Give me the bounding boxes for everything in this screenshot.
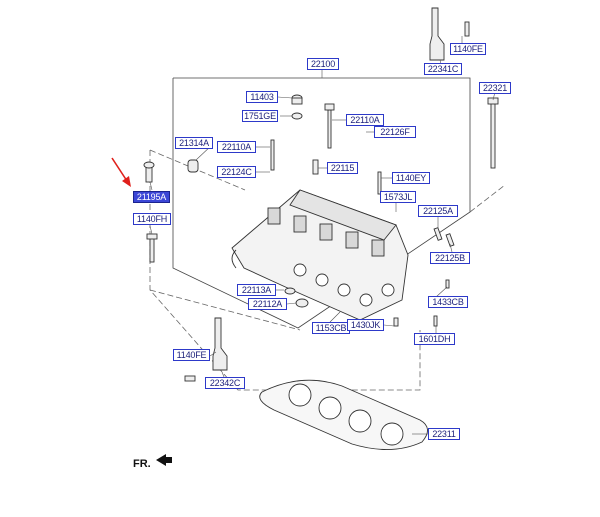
part-label-22311[interactable]: 22311 — [428, 428, 460, 440]
part-label-22115[interactable]: 22115 — [327, 162, 358, 174]
part-label-21195a[interactable]: 21195A — [133, 191, 170, 203]
bolt-22110a — [327, 109, 332, 149]
part-label-11403[interactable]: 11403 — [246, 91, 278, 103]
part-label-22124c[interactable]: 22124C — [217, 166, 256, 178]
part-label-22126f[interactable]: 22126F — [374, 126, 416, 138]
part-label-22321[interactable]: 22321 — [479, 82, 511, 94]
part-label-22342c[interactable]: 22342C — [205, 377, 245, 389]
part-label-1140fh[interactable]: 1140FH — [133, 213, 171, 225]
pointer-arrow — [111, 157, 131, 187]
part-label-22125b[interactable]: 22125B — [430, 252, 470, 264]
front-direction-label: FR. — [133, 458, 151, 470]
part-label-1140fe-bottom[interactable]: 1140FE — [173, 349, 210, 361]
part-label-1430jk[interactable]: 1430JK — [347, 319, 384, 331]
bolt-22321 — [490, 102, 496, 169]
part-label-1601dh[interactable]: 1601DH — [414, 333, 455, 345]
part-label-1433cb[interactable]: 1433CB — [428, 296, 468, 308]
plug-21314a — [187, 159, 199, 173]
cylinder-head — [231, 189, 409, 321]
head-gasket — [259, 379, 428, 450]
part-label-1153cb[interactable]: 1153CB — [312, 322, 350, 334]
part-label-21314a[interactable]: 21314A — [175, 137, 213, 149]
part-label-22100[interactable]: 22100 — [307, 58, 339, 70]
part-label-22110a-left[interactable]: 22110A — [217, 141, 256, 153]
bracket-22341c — [429, 7, 445, 61]
part-label-1140fe-top[interactable]: 1140FE — [450, 43, 486, 55]
part-label-1751ge[interactable]: 1751GE — [242, 110, 278, 122]
part-label-1140ey[interactable]: 1140EY — [392, 172, 430, 184]
part-label-22110a-right[interactable]: 22110A — [346, 114, 384, 126]
part-label-22112a[interactable]: 22112A — [248, 298, 287, 310]
bracket-22342c — [212, 317, 228, 371]
part-label-22113a[interactable]: 22113A — [237, 284, 276, 296]
part-label-1573jl[interactable]: 1573JL — [380, 191, 416, 203]
part-label-22341c[interactable]: 22341C — [424, 63, 462, 75]
front-direction-arrow — [156, 454, 172, 466]
part-label-22125a[interactable]: 22125A — [418, 205, 458, 217]
